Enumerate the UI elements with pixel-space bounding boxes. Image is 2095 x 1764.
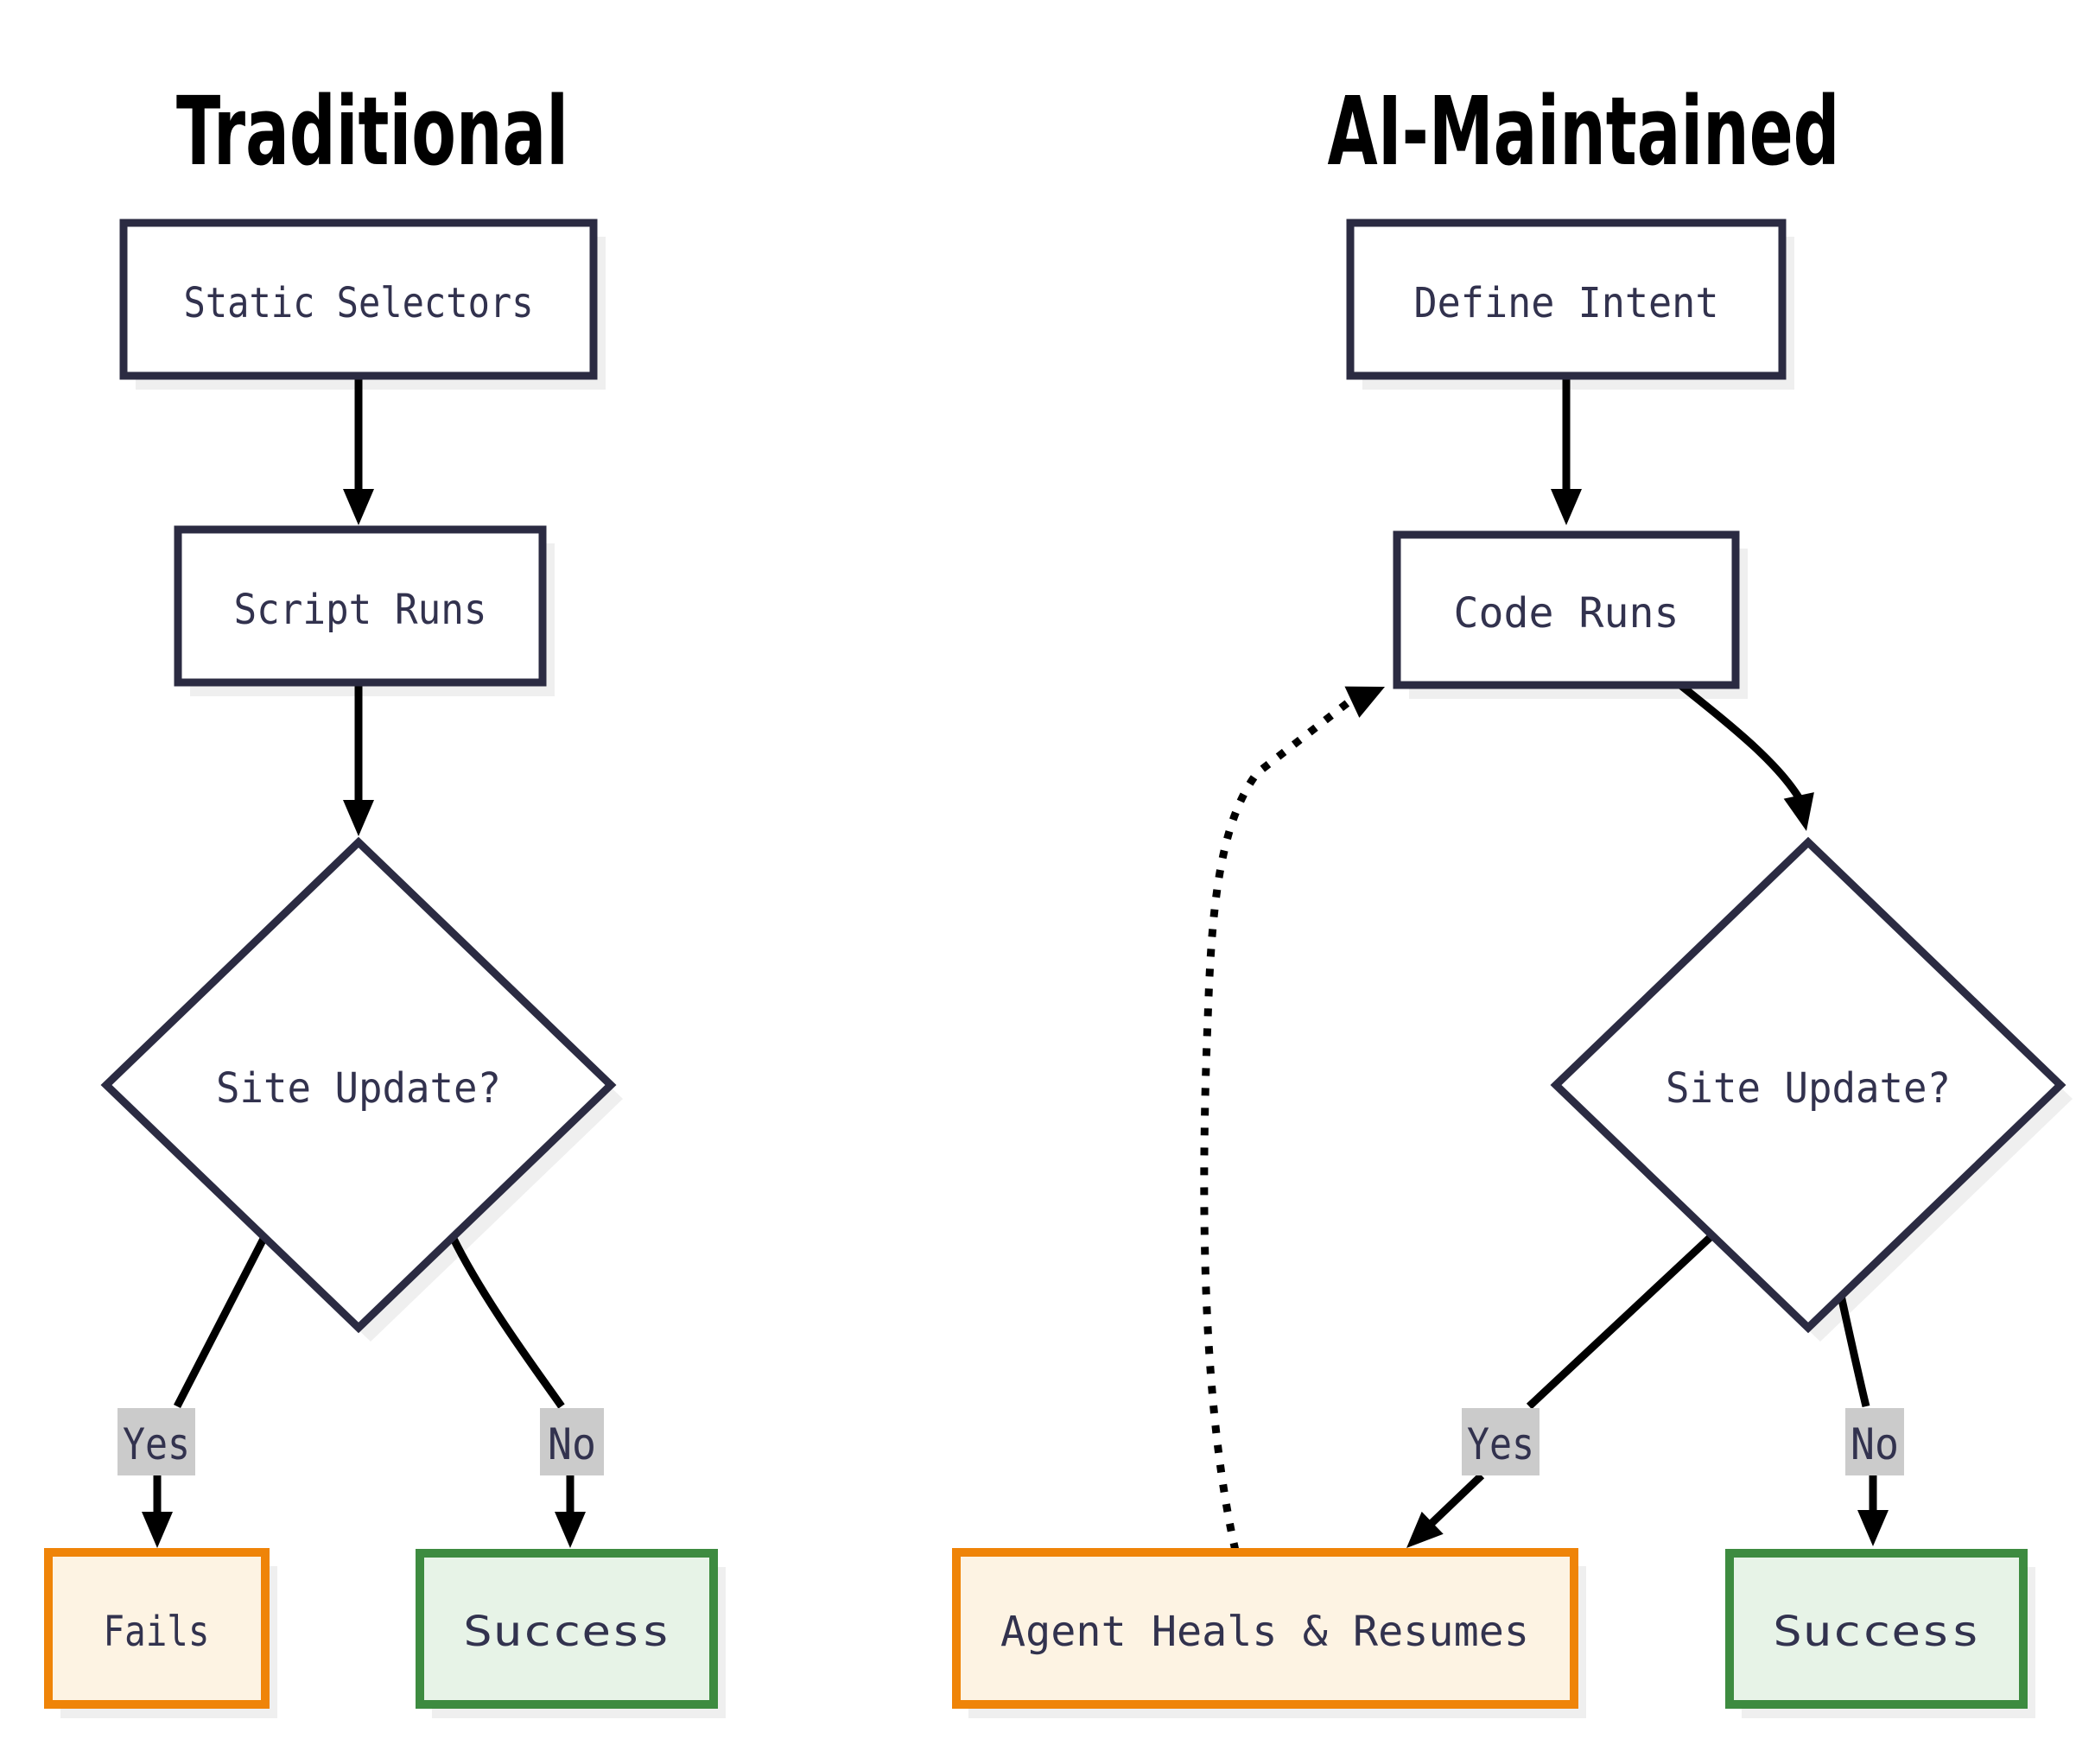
- traditional-title: Traditional: [176, 76, 568, 187]
- yes-left-badge: [117, 1408, 195, 1475]
- success-right-node: [1725, 1549, 2028, 1709]
- fails-node: [44, 1548, 270, 1709]
- agent-heals-node: [952, 1548, 1578, 1709]
- script-runs-label: Script Runs: [234, 586, 487, 634]
- edge-code-to-decision: [1678, 682, 1805, 804]
- edge-decision-to-yes-right: [1526, 1233, 1715, 1410]
- edge-decision-to-no-left: [448, 1235, 565, 1409]
- script-runs-node: [174, 525, 547, 687]
- no-right-label: No: [1851, 1419, 1899, 1469]
- arrowhead-define-to-code: [1551, 489, 1582, 525]
- site-update-right-node: [1550, 836, 2066, 1334]
- edge-yes-to-agent: [1420, 1472, 1485, 1534]
- site-update-left-label: Site Update?: [216, 1064, 501, 1113]
- traditional-chart: Traditional Static Selectors Script Runs…: [44, 76, 726, 1718]
- yes-right-badge: [1462, 1408, 1540, 1475]
- edge-decision-to-no-right: [1834, 1283, 1870, 1408]
- arrowhead-no-to-success-left: [555, 1512, 586, 1548]
- define-intent-node: [1346, 219, 1787, 380]
- code-runs-label: Code Runs: [1454, 589, 1679, 638]
- arrowhead-yes-to-agent: [1406, 1511, 1444, 1548]
- edge-decision-to-yes-left: [173, 1234, 269, 1409]
- yes-right-label: Yes: [1467, 1419, 1534, 1469]
- fails-label: Fails: [104, 1608, 210, 1656]
- arrowhead-static-to-script: [343, 489, 374, 525]
- no-left-label: No: [548, 1419, 596, 1469]
- success-left-node: [416, 1549, 718, 1709]
- ai-maintained-title: AI-Maintained: [1328, 76, 1840, 187]
- define-intent-label: Define Intent: [1414, 279, 1719, 327]
- edge-agent-loop-to-code: [1200, 698, 1352, 1551]
- arrowhead-code-to-decision: [1783, 792, 1814, 831]
- success-left-label: Success: [463, 1608, 670, 1656]
- agent-heals-label: Agent Heals & Resumes: [1000, 1608, 1529, 1656]
- no-right-badge: [1845, 1408, 1904, 1475]
- ai-maintained-chart: AI-Maintained Define Intent Code Runs Si…: [952, 76, 2073, 1718]
- static-selectors-label: Static Selectors: [184, 279, 534, 327]
- site-update-left-node: [100, 836, 617, 1334]
- success-right-label: Success: [1773, 1608, 1980, 1656]
- static-selectors-node: [119, 219, 598, 380]
- arrowhead-yes-to-fails: [142, 1512, 173, 1548]
- no-left-badge: [540, 1408, 604, 1475]
- arrowhead-agent-loop-to-code: [1344, 686, 1385, 718]
- code-runs-node: [1393, 530, 1740, 689]
- arrowhead-no-to-success-right: [1857, 1510, 1889, 1546]
- arrowhead-script-to-decision: [343, 800, 374, 836]
- yes-left-label: Yes: [123, 1419, 190, 1469]
- site-update-right-label: Site Update?: [1666, 1064, 1951, 1113]
